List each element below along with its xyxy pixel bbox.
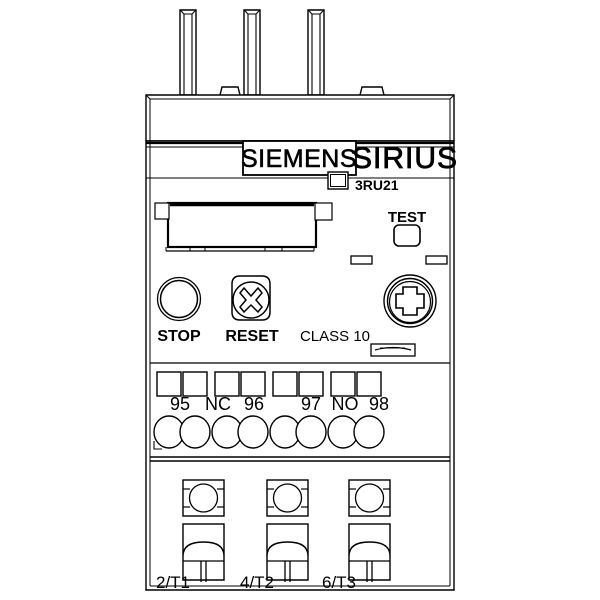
nameplate-tab [327,171,349,190]
model-number-label: 3RU21 [355,177,399,193]
top-contact-prong-1 [179,9,197,96]
trip-class-label: CLASS 10 [300,328,370,345]
aux-terminal-label-96: 96 [244,394,264,414]
top-shoulder-bump-1 [219,86,241,96]
main-terminal-label-2t1: 2/T1 [156,573,190,592]
top-shoulder-bump-2 [359,86,385,96]
top-contact-prong-3 [307,9,325,96]
reset-button-label: RESET [225,328,279,345]
main-terminal-1 [182,479,225,582]
current-setting-dial[interactable] [383,274,437,328]
main-terminal-label-6t3: 6/T3 [322,573,356,592]
aux-terminal-circles [153,415,385,450]
aux-terminal-squares [156,371,382,397]
siemens-logo-box [242,140,357,176]
aux-terminal-label-98: 98 [369,394,389,414]
test-button[interactable] [393,224,421,247]
setting-window [154,201,333,252]
main-terminal-label-4t2: 4/T2 [240,573,274,592]
test-button-label: TEST [388,209,426,226]
reset-button[interactable] [231,275,271,321]
stop-button-label: STOP [157,328,201,345]
indicator-slot-right [425,255,448,265]
stop-button[interactable] [156,276,202,322]
aux-terminal-label-nc: NC [205,394,231,414]
aux-terminal-label-no: NO [332,394,359,414]
sirius-wordmark: SIRIUS [352,142,458,175]
siemens-wordmark: SIEMENS [241,145,357,173]
aux-terminal-label-95: 95 [170,394,190,414]
aux-section-divider [150,362,450,462]
main-terminal-3 [348,479,391,582]
aux-terminal-label-97: 97 [301,394,321,414]
main-terminal-2 [266,479,309,582]
relay-body-outline [145,94,455,591]
dial-scale-window [370,343,416,357]
top-contact-prong-2 [243,9,261,96]
indicator-slot-left [350,255,373,265]
